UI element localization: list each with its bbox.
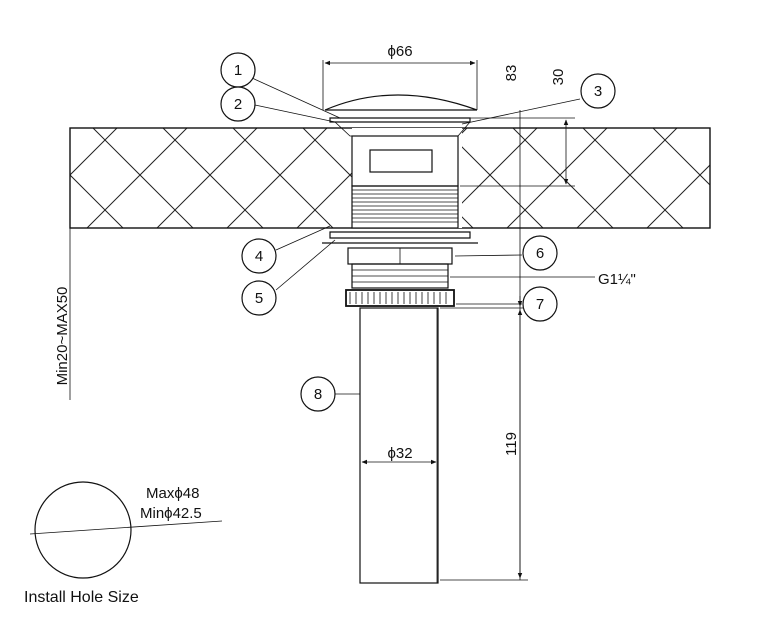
callout-4-number: 4: [255, 248, 263, 265]
install-hole-max-label: Maxϕ48: [146, 485, 199, 502]
callout-4: 4: [241, 238, 277, 274]
dim-counter-thickness: Min20~MAX50: [54, 128, 71, 400]
callout-leaders: [251, 77, 581, 395]
knurled-ring-texture: [349, 292, 447, 304]
dim-top-height: 30: [460, 69, 575, 187]
countertop-slab: [69, 127, 711, 229]
dim-tail-length: 119: [440, 296, 528, 581]
callout-2-number: 2: [234, 96, 242, 113]
install-hole-diagram: Maxϕ48 Minϕ42.5 Install Hole Size: [24, 481, 223, 606]
dim-cap-diameter: ϕ66: [322, 43, 478, 110]
callout-8-number: 8: [314, 386, 322, 403]
callout-1: 1: [220, 52, 256, 88]
callout-6: 6: [522, 235, 558, 271]
callout-6-number: 6: [536, 245, 544, 262]
drain-body: [322, 94, 478, 584]
overall-height-label: 83: [503, 65, 520, 82]
install-hole-caption: Install Hole Size: [24, 589, 139, 606]
tail-length-label: 119: [503, 432, 520, 456]
callout-7-number: 7: [536, 296, 544, 313]
callout-1-number: 1: [234, 62, 242, 79]
callout-3: 3: [580, 73, 616, 109]
callout-8: 8: [300, 376, 336, 412]
callout-5: 5: [241, 280, 277, 316]
callout-7: 7: [522, 286, 558, 322]
thread-spec-label: G1¼": [598, 271, 636, 288]
body-threads: [352, 189, 458, 223]
dim-thread-spec: G1¼": [450, 271, 636, 288]
install-hole-min-label: Minϕ42.5: [140, 505, 202, 522]
callout-5-number: 5: [255, 290, 263, 307]
cap-diameter-label: ϕ66: [387, 43, 412, 60]
callout-3-number: 3: [594, 83, 602, 100]
dim-tail-diameter: ϕ32: [361, 445, 437, 465]
callout-2: 2: [220, 86, 256, 122]
counter-thickness-label: Min20~MAX50: [54, 287, 71, 386]
tail-diameter-label: ϕ32: [387, 445, 412, 462]
top-height-label: 30: [550, 69, 567, 86]
